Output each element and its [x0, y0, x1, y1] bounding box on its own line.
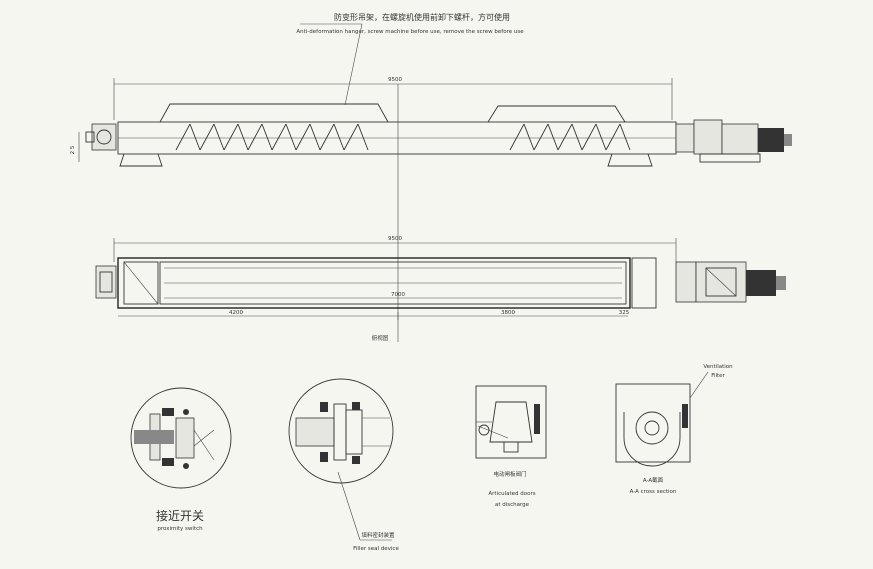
- detail1-circle: [130, 387, 232, 489]
- front-overall-dim: 9500: [388, 77, 402, 83]
- detail2-circle: [288, 378, 394, 484]
- front-drive-unit: [675, 119, 792, 163]
- top-view: 9500 7000 4200 3800 325: [95, 236, 786, 342]
- detail4-label-cn: A-A截面: [643, 476, 664, 484]
- detail-proximity-switch: 接近开关 proximity switch: [130, 387, 232, 532]
- top-inlet-frame: [159, 261, 627, 305]
- front-height-dim: 2 5: [70, 145, 76, 154]
- detail3-label-en2: at discharge: [495, 502, 530, 508]
- detail3-label-en1: Articulated doors: [488, 491, 535, 497]
- top-right-dim: 3800: [501, 310, 515, 316]
- detail3-label-cn: 电动闸板阀门: [493, 470, 526, 478]
- detail2-leader: [337, 471, 361, 541]
- detail2-label-en: Filler seal device: [353, 546, 399, 552]
- top-overall-dim: 9500: [388, 236, 402, 242]
- front-support-left: [119, 153, 163, 167]
- front-screw-flights-right: [509, 123, 631, 151]
- front-inlet-left: [159, 103, 389, 123]
- front-view: 9500 2 5: [70, 77, 792, 167]
- detail1-label-en: proximity switch: [157, 526, 203, 532]
- detail-cross-section: Ventilation Filter A-A截面 A-A cross secti…: [615, 364, 733, 495]
- detail1-label-cn: 接近开关: [156, 508, 204, 523]
- detail4-label-en: A-A cross section: [630, 489, 677, 495]
- detail4-callout2: Filter: [711, 373, 725, 379]
- top-inner-dim: 7000: [391, 292, 405, 298]
- detail4-screw: [635, 411, 669, 445]
- note-leader-line: [344, 23, 363, 106]
- detail-articulated-doors: 电动闸板阀门 Articulated doors at discharge: [475, 385, 547, 508]
- detail4-trough: [623, 412, 681, 467]
- front-inlet-right: [487, 105, 626, 123]
- front-left-bearing: [85, 123, 117, 151]
- detail4-callout1: Ventilation: [703, 364, 733, 370]
- header-note-en: Anti-deformation hanger, screw machine b…: [296, 29, 524, 35]
- top-end-dim: 325: [619, 310, 630, 316]
- front-support-right: [607, 153, 653, 167]
- top-left-dim: 4200: [229, 310, 243, 316]
- top-trough-outer: [117, 257, 631, 309]
- top-motor: [746, 270, 776, 296]
- front-screw-flights-left: [175, 123, 369, 151]
- detail-filler-seal: 填料密封装置 Filler seal device: [288, 378, 399, 552]
- top-left-bearing: [95, 261, 159, 305]
- header-note: 防变形吊架，在螺旋机使用前卸下螺杆，方可使用 Anti-deformation …: [296, 12, 524, 106]
- top-view-caption: 俯视图: [372, 334, 389, 342]
- top-drive-unit: [631, 257, 786, 309]
- front-motor: [758, 128, 784, 152]
- header-note-cn: 防变形吊架，在螺旋机使用前卸下螺杆，方可使用: [334, 12, 510, 22]
- detail4-frame: [615, 383, 691, 463]
- detail4-shaft: [644, 420, 660, 436]
- detail2-label-cn: 填料密封装置: [361, 531, 395, 539]
